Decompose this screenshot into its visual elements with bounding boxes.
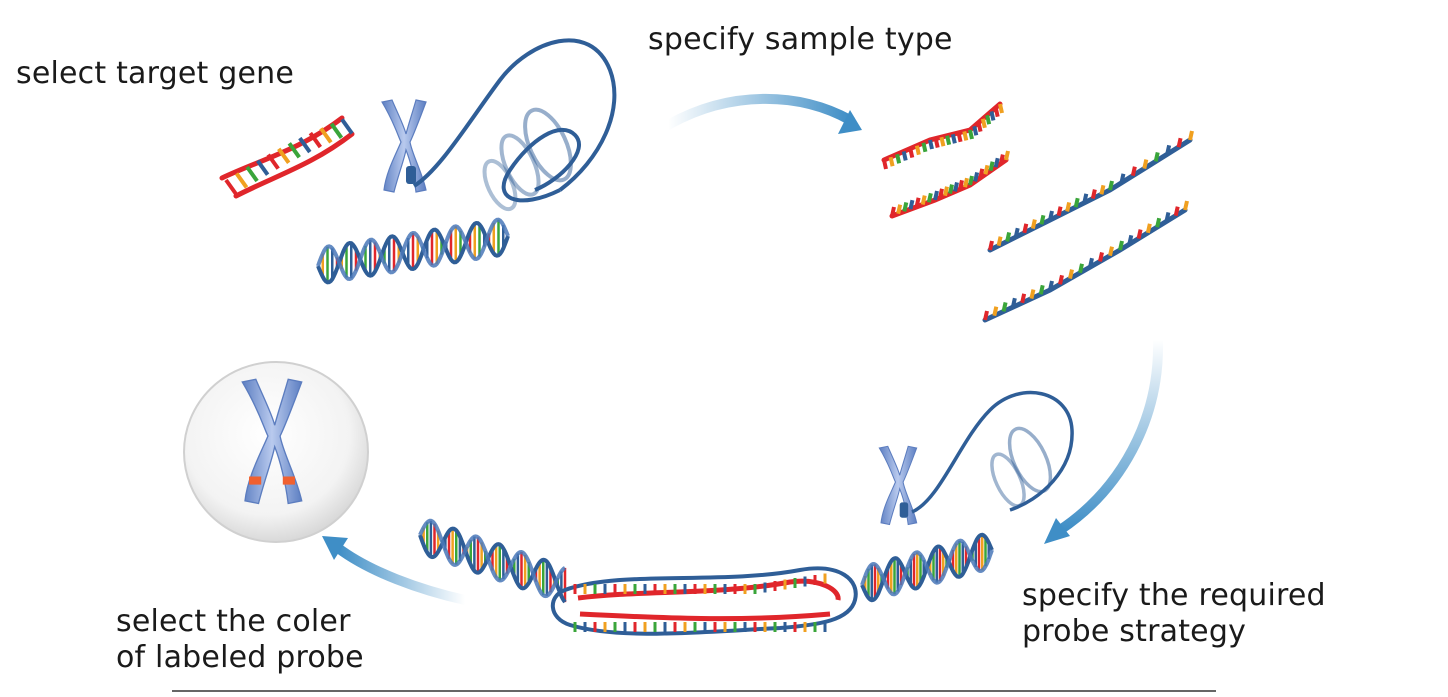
dna-double-helix-icon: [316, 217, 510, 285]
step-label-line: specify sample type: [648, 22, 953, 57]
labeled-chromosome-icon: [241, 378, 303, 505]
unwinding-dna-coil: [911, 390, 1074, 514]
step-probe-strategy-label: specify the required probe strategy: [1022, 578, 1326, 650]
step-specify-sample-type-label: specify sample type: [648, 22, 953, 58]
probe-hybridization-loop: [550, 566, 858, 636]
cycle-arrow-icon: [663, 93, 862, 134]
chromosome-icon: [878, 445, 918, 526]
step-label-line: probe strategy: [1022, 614, 1247, 649]
target-gene-dna-strand-icon: [219, 115, 355, 199]
dna-double-helix-icon: [418, 518, 994, 604]
step-label-line: select target gene: [16, 56, 294, 91]
step-label-line: select the coler: [116, 604, 351, 639]
cycle-arrow-icon: [322, 536, 470, 605]
chromosome-icon: [381, 99, 427, 193]
step-label-line: of labeled probe: [116, 640, 364, 675]
step-probe-color-label: select the coler of labeled probe: [116, 604, 364, 676]
step-select-target-gene-label: select target gene: [16, 56, 294, 92]
unwinding-dna-coil: [412, 38, 617, 212]
probe-signal-band: [282, 476, 295, 485]
sample-dna-strands: [881, 101, 1194, 323]
probe-signal-band: [249, 476, 262, 485]
cycle-arrow-icon: [1044, 335, 1164, 544]
step-label-line: specify the required: [1022, 578, 1326, 613]
